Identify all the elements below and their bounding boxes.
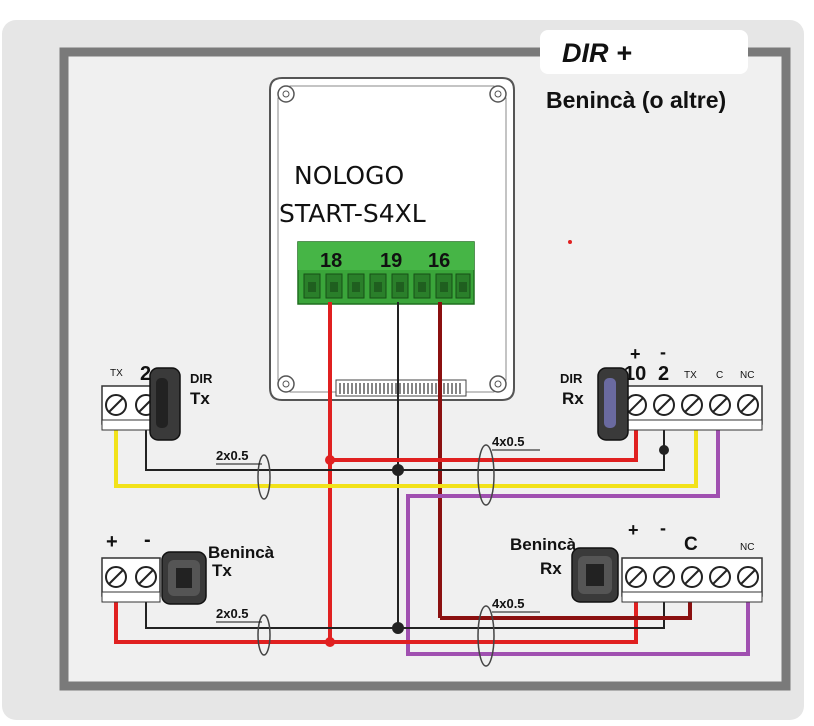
wire-purple — [406, 418, 750, 656]
dir-tx-terminal-tx: TX — [110, 368, 123, 379]
terminal-18: 18 — [320, 250, 342, 272]
wire-red-dir-rx — [330, 418, 638, 462]
dir-rx-label-line2: Rx — [562, 389, 584, 408]
dir-rx-terminal-tx: TX — [684, 370, 697, 381]
beninca-rx-terminal-nc: NC — [740, 542, 754, 553]
title-box — [540, 30, 748, 74]
beninca-tx-terminal-plus: + — [106, 531, 118, 553]
terminal-19: 19 — [380, 250, 402, 272]
dir-rx-terminal-c: C — [716, 370, 723, 381]
wire-black-dir — [145, 418, 665, 471]
beninca-tx-label-line2: Tx — [212, 561, 232, 580]
wire-black-beninca — [145, 586, 665, 629]
dir-rx-device: + - 10 2 TX C NC DIR Rx — [560, 342, 763, 441]
dir-rx-terminal-nc: NC — [740, 370, 754, 381]
cable-sleeve — [257, 614, 271, 656]
marker-dot — [568, 240, 572, 244]
cable-sleeve — [477, 444, 495, 506]
diagram-title: DIR + — [562, 38, 632, 68]
dir-rx-label-line1: DIR — [560, 371, 583, 386]
wire-yellow-tx — [114, 418, 698, 488]
dir-rx-polarity-minus: - — [660, 342, 666, 362]
cable-label-bottom-left: 2x0.5 — [216, 606, 249, 621]
beninca-rx-label-line2: Rx — [540, 559, 562, 578]
screw-icon — [489, 85, 507, 103]
dir-tx-label-line1: DIR — [190, 371, 213, 386]
dir-rx-terminal-10: 10 — [624, 363, 646, 385]
diagram-subtitle: Benincà (o altre) — [546, 87, 726, 113]
terminal-16: 16 — [428, 250, 450, 272]
beninca-rx-device: + - C NC Benincà Rx — [510, 518, 763, 603]
screw-icon — [489, 375, 507, 393]
controller-terminal-block: 18 19 16 — [297, 241, 475, 305]
cable-sleeve — [257, 454, 271, 500]
controller-box: NOLOGO START-S4XL — [269, 77, 515, 401]
dir-tx-device: TX 2 DIR Tx — [101, 363, 213, 441]
cable-sleeve — [477, 605, 495, 667]
cable-label-top-left: 2x0.5 — [216, 448, 249, 463]
screw-icon — [277, 375, 295, 393]
cable-label-bottom-right: 4x0.5 — [492, 596, 525, 611]
beninca-tx-label-line1: Benincà — [208, 543, 275, 562]
beninca-rx-terminal-minus: - — [660, 518, 666, 538]
beninca-rx-terminal-c: C — [684, 534, 698, 555]
dir-tx-terminal-2: 2 — [140, 363, 151, 385]
cable-label-top-right: 4x0.5 — [492, 434, 525, 449]
wire-red-beninca — [114, 586, 638, 644]
screw-icon — [277, 85, 295, 103]
beninca-rx-label-line1: Benincà — [510, 535, 577, 554]
dir-rx-terminal-2: 2 — [658, 363, 669, 385]
dir-tx-label-line2: Tx — [190, 389, 210, 408]
dir-rx-polarity-plus: + — [630, 344, 641, 364]
beninca-tx-device: + - Benincà Tx — [101, 529, 275, 605]
controller-brand: NOLOGO — [294, 161, 404, 190]
beninca-rx-terminal-plus: + — [628, 520, 639, 540]
beninca-tx-terminal-minus: - — [144, 529, 151, 551]
controller-model: START-S4XL — [279, 199, 426, 228]
